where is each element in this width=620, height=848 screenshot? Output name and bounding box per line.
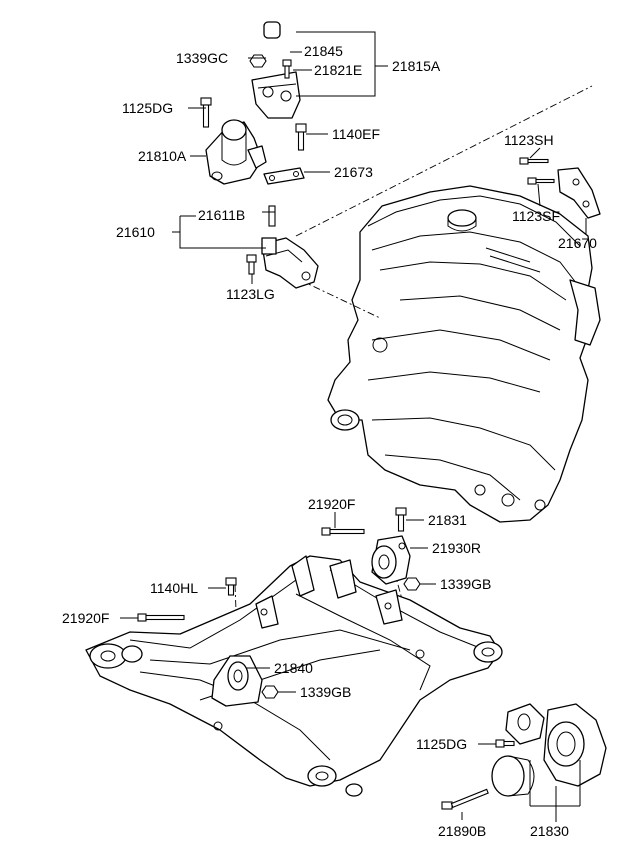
callout-21920F-left: 21920F (62, 610, 109, 626)
callout-21673: 21673 (334, 164, 373, 180)
callout-21930R: 21930R (432, 540, 481, 556)
callout-1140EF: 1140EF (332, 126, 380, 142)
callout-21610: 21610 (116, 224, 155, 240)
callout-1123LG: 1123LG (226, 286, 275, 302)
part-21920F-left-bolt (137, 613, 185, 622)
callout-21890B: 21890B (438, 823, 486, 839)
engine-block (327, 185, 601, 523)
reference-line-bracket (295, 85, 593, 237)
callout-21821E: 21821E (314, 62, 362, 78)
callout-21670: 21670 (558, 235, 597, 251)
leader-lines (120, 31, 587, 822)
part-21673-plate (263, 167, 305, 185)
callout-21815A: 21815A (392, 58, 441, 74)
part-21815A-bracket (251, 71, 301, 119)
callout-21920F-top: 21920F (308, 496, 355, 512)
callout-1123SF: 1123SF (512, 208, 560, 224)
callout-21810A: 21810A (138, 148, 187, 164)
part-21920F-top-bolt (321, 527, 365, 536)
part-21810A-mount (205, 119, 267, 185)
part-21610-mount-bracket (261, 237, 319, 289)
part-21930R-mount (371, 535, 411, 585)
callout-1125DG-top: 1125DG (122, 100, 173, 116)
callout-1140HL: 1140HL (150, 580, 198, 596)
part-1123LG-bolt (246, 254, 257, 275)
part-21831-bolt (395, 507, 407, 532)
part-21821E-bolt (282, 59, 292, 79)
part-21845-cap (263, 21, 281, 39)
callout-21611B: 21611B (198, 207, 245, 223)
part-1123SF-bolt (527, 177, 555, 185)
part-21830-mount-assembly (491, 703, 607, 797)
callout-21830: 21830 (530, 823, 569, 839)
callout-1125DG-bottom: 1125DG (416, 736, 467, 752)
callout-1339GC: 1339GC (176, 50, 228, 66)
callout-21845: 21845 (304, 43, 343, 59)
part-21611B-stud (268, 205, 276, 227)
part-21890B-bolt (441, 788, 489, 810)
callout-1339GB-right: 1339GB (440, 576, 491, 592)
part-1140HL-bolt (225, 577, 237, 596)
part-1339GB-center-nut (261, 685, 279, 699)
part-21670-bracket (557, 167, 601, 219)
part-1140EF-bolt (295, 123, 307, 151)
callout-1123SH: 1123SH (504, 132, 554, 148)
part-1339GB-right-nut (403, 577, 421, 591)
part-1339GC-nut (249, 54, 267, 68)
subframe (85, 555, 503, 797)
part-1125DG-bottom-bolt (495, 739, 515, 748)
callout-1339GB-center: 1339GB (300, 684, 351, 700)
callout-21840: 21840 (274, 660, 313, 676)
part-1125DG-top-bolt (200, 97, 212, 128)
part-1123SH-bolt (519, 157, 549, 165)
callout-21831: 21831 (428, 512, 467, 528)
